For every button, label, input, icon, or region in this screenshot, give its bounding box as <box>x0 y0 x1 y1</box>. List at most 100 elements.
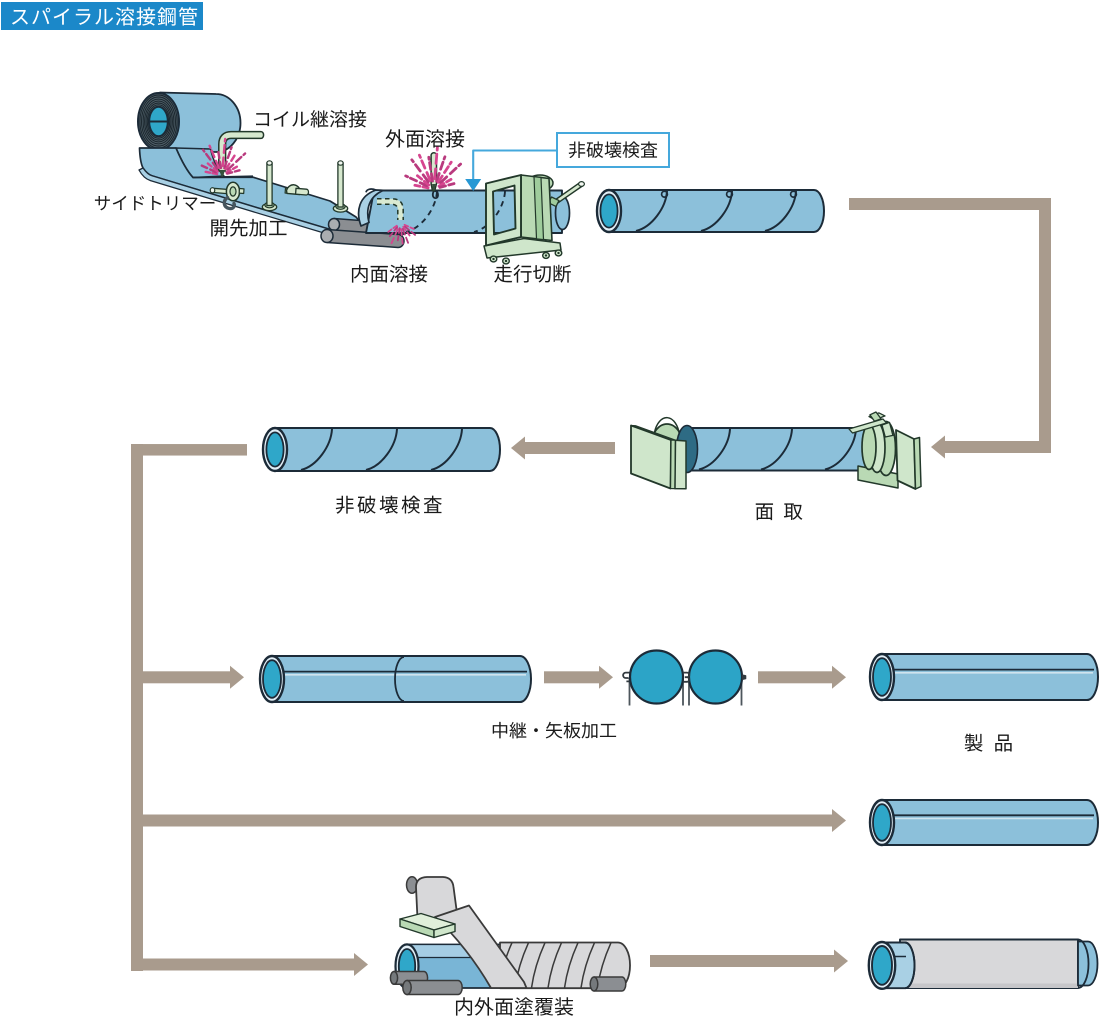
chamfer-left-plate-side <box>674 439 687 490</box>
flow-joint-to-product-head <box>832 665 846 689</box>
spark-ray <box>230 154 236 163</box>
spark-ray <box>234 155 243 163</box>
spark-ray <box>214 159 221 169</box>
spark-ray <box>410 158 415 164</box>
flow-coating-to-product-head <box>834 949 848 973</box>
spark-ray <box>218 160 223 170</box>
spark-ray <box>414 163 422 173</box>
pipe-ndt-seam <box>430 428 463 471</box>
bevel-rod <box>294 187 310 196</box>
flow-coating-to-product-shaft <box>650 955 834 967</box>
spark-ray <box>457 162 463 168</box>
title-badge: スパイラル溶接鋼管 <box>1 1 203 30</box>
spark-ray <box>212 167 219 173</box>
spark-ray <box>211 161 219 170</box>
inner-torch-edge <box>377 203 399 220</box>
flow-lines <box>131 198 1051 976</box>
cutter-wheel-hub <box>492 257 495 261</box>
flow-branch-product-head <box>832 809 846 832</box>
spark-ray <box>233 169 241 173</box>
spark-ray <box>401 227 406 236</box>
chamfer-right-plate-side <box>913 436 922 490</box>
chamfer-wheel-rim <box>653 416 681 436</box>
spark-ray <box>443 165 450 174</box>
spark-ray <box>231 165 239 171</box>
roller-lower <box>326 228 405 249</box>
spark-ray <box>439 160 445 171</box>
flow-relay-to-joint-head <box>599 665 613 689</box>
spark-ray <box>422 179 431 187</box>
travel-cutting-label: 走行切断 <box>493 258 571 287</box>
sheet-pile-circle-2 <box>687 649 744 705</box>
spark-ray <box>223 160 228 170</box>
spark-ray <box>425 171 432 182</box>
spark-ray <box>211 171 219 176</box>
flow-branch-relay-head <box>230 665 244 689</box>
pipe-ndt-seam <box>300 428 333 471</box>
pipe-coated <box>867 938 1099 990</box>
flow-joint-to-product-shaft <box>758 671 832 684</box>
pipe-chamfer-body <box>687 427 877 472</box>
spark-ray <box>438 184 447 189</box>
spark-ray <box>402 225 407 232</box>
guide-post-2 <box>332 160 349 213</box>
chamfer-label: 面 取 <box>755 496 806 525</box>
pipe-coated-edge-l <box>904 941 916 990</box>
spark-ray <box>208 144 212 149</box>
spark-ray <box>393 226 399 232</box>
spark-ray <box>387 228 393 233</box>
product-label: 製 品 <box>964 727 1016 756</box>
guide-post-1 <box>261 160 278 212</box>
spark-ray <box>221 156 225 168</box>
spark-ray <box>448 166 458 176</box>
spark-ray <box>225 171 234 175</box>
ndt-callout-box <box>556 132 670 168</box>
pipe-cut-seam-loop <box>660 190 669 198</box>
spark-ray <box>217 150 221 160</box>
pipe-cut-seam-loop <box>725 190 734 198</box>
coil-face-ring <box>141 96 176 147</box>
ndt-callout-label: 非破壊検査 <box>568 137 658 163</box>
pipe-ndt-end-bore <box>265 431 285 468</box>
cutting-machine <box>483 174 585 265</box>
pipe-product-1-end-bore <box>872 657 892 697</box>
coating-support-roller-cap <box>402 979 412 996</box>
pipe-cut-seam <box>635 190 668 232</box>
spark-ray <box>200 164 209 170</box>
flow-top-right-h <box>849 198 1051 210</box>
guide-post-rod <box>337 162 344 208</box>
flow-chamfer-to-ndt-shaft <box>525 442 615 454</box>
roller-upper-cap <box>327 217 341 232</box>
coating-wrap-band <box>580 942 596 989</box>
pipe-chamfer-seam <box>760 428 793 471</box>
spark-ray <box>396 234 400 242</box>
pipe-coated-edge-r <box>1077 938 1090 989</box>
forming-line: 非破壊検査 コイル継溶接 外面溶接 サイドトリマー 開先加工 内面溶接 走行切断 <box>94 91 825 287</box>
chamfer-right-plate <box>895 429 917 490</box>
bevel-label: 開先加工 <box>209 212 287 241</box>
flow-right-v <box>1039 198 1051 453</box>
spark-ray <box>401 237 404 245</box>
relay-stage: 中継・矢板加工 <box>258 649 747 743</box>
spark-ray <box>448 160 453 166</box>
forming-curl-lip <box>365 188 377 193</box>
outer-weld-label: 外面溶接 <box>385 123 465 152</box>
coil-face-ring <box>142 98 175 145</box>
coil-face-ring <box>146 104 171 139</box>
outer-weld-torch-tip <box>432 184 436 191</box>
cutter-wheel-hub <box>544 254 548 257</box>
chamfer-stage: 面 取 <box>630 411 922 525</box>
spark-ray <box>394 228 399 236</box>
coil-face-ring <box>144 100 173 143</box>
pipe-coated-bore <box>871 945 893 986</box>
pipe-coated-body <box>899 938 1079 989</box>
pipe-product-2-end-bore <box>872 803 892 842</box>
pipe-product-1 <box>868 652 1099 702</box>
flow-ndt-left-h <box>131 444 247 456</box>
spark-ray <box>420 159 427 170</box>
spark-ray <box>204 152 212 161</box>
ndt-label: 非破壊検査 <box>335 489 445 518</box>
forming-seam-loop <box>431 190 439 200</box>
